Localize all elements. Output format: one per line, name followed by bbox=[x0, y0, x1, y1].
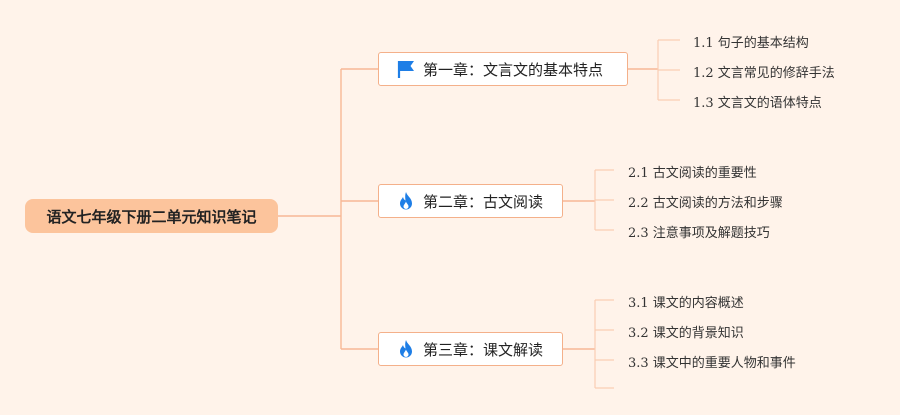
chapter-node-2[interactable]: 第二章：古文阅读 bbox=[378, 184, 563, 218]
flag-icon bbox=[395, 58, 417, 80]
chapter-node-3[interactable]: 第三章：课文解读 bbox=[378, 332, 563, 366]
root-label: 语文七年级下册二单元知识笔记 bbox=[46, 207, 257, 226]
leaf-2-2[interactable]: 2.2 古文阅读的方法和步骤 bbox=[628, 196, 783, 211]
leaf-3-2[interactable]: 3.2 课文的背景知识 bbox=[628, 326, 744, 341]
fire-icon bbox=[395, 190, 417, 212]
chapter-label-2: 第二章：古文阅读 bbox=[423, 192, 544, 211]
leaf-1-3[interactable]: 1.3 文言文的语体特点 bbox=[693, 96, 822, 111]
leaf-3-1[interactable]: 3.1 课文的内容概述 bbox=[628, 296, 744, 311]
leaf-1-1[interactable]: 1.1 句子的基本结构 bbox=[693, 36, 809, 51]
leaf-2-3[interactable]: 2.3 注意事项及解题技巧 bbox=[628, 226, 770, 241]
leaf-3-3[interactable]: 3.3 课文中的重要人物和事件 bbox=[628, 356, 796, 371]
chapter-label-1: 第一章：文言文的基本特点 bbox=[423, 60, 604, 79]
chapter-label-3: 第三章：课文解读 bbox=[423, 340, 544, 359]
fire-icon bbox=[395, 338, 417, 360]
root-node[interactable]: 语文七年级下册二单元知识笔记 bbox=[25, 199, 278, 233]
chapter-node-1[interactable]: 第一章：文言文的基本特点 bbox=[378, 52, 628, 86]
leaf-2-1[interactable]: 2.1 古文阅读的重要性 bbox=[628, 166, 757, 181]
leaf-1-2[interactable]: 1.2 文言常见的修辞手法 bbox=[693, 66, 835, 81]
